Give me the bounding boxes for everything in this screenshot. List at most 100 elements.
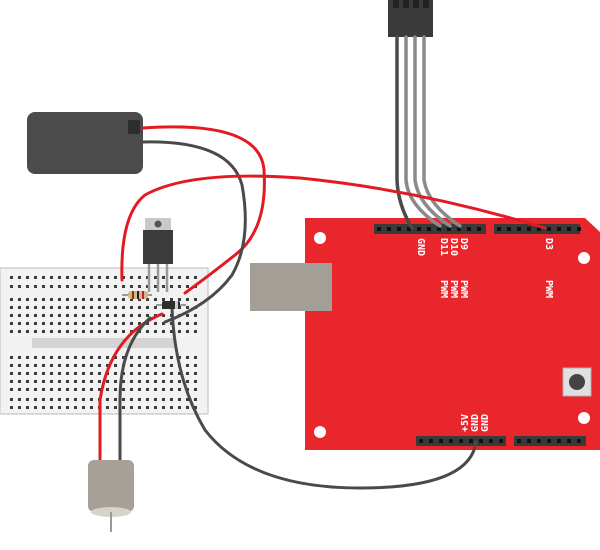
breadboard-hole	[34, 380, 37, 383]
breadboard-hole	[10, 298, 13, 301]
breadboard-hole	[42, 285, 45, 288]
header-pin	[547, 439, 551, 443]
breadboard-hole	[34, 322, 37, 325]
header-pin	[557, 227, 561, 231]
breadboard-holes	[10, 276, 197, 409]
breadboard-hole	[130, 356, 133, 359]
breadboard-hole	[146, 285, 149, 288]
breadboard-hole	[26, 276, 29, 279]
breadboard-hole	[82, 388, 85, 391]
breadboard-hole	[178, 398, 181, 401]
breadboard-hole	[58, 372, 61, 375]
breadboard-hole	[50, 285, 53, 288]
breadboard-hole	[34, 364, 37, 367]
breadboard-hole	[162, 330, 165, 333]
breadboard-hole	[154, 276, 157, 279]
breadboard-hole	[98, 322, 101, 325]
breadboard-hole	[74, 276, 77, 279]
breadboard-hole	[42, 322, 45, 325]
breadboard-hole	[42, 330, 45, 333]
breadboard-hole	[58, 356, 61, 359]
breadboard-hole	[18, 314, 21, 317]
breadboard-hole	[186, 306, 189, 309]
header-pin	[499, 439, 503, 443]
breadboard-hole	[58, 306, 61, 309]
breadboard-hole	[74, 364, 77, 367]
breadboard-hole	[194, 406, 197, 409]
breadboard-hole	[194, 372, 197, 375]
breadboard-hole	[146, 276, 149, 279]
breadboard-hole	[114, 364, 117, 367]
breadboard-hole	[34, 285, 37, 288]
breadboard-hole	[26, 330, 29, 333]
breadboard-hole	[162, 276, 165, 279]
breadboard-hole	[10, 276, 13, 279]
dc-motor	[88, 460, 134, 532]
breadboard-hole	[82, 330, 85, 333]
breadboard-hole	[114, 330, 117, 333]
wire-battery-red	[141, 125, 266, 295]
breadboard-hole	[42, 314, 45, 317]
breadboard-hole	[98, 388, 101, 391]
header-pin	[577, 439, 581, 443]
transistor-tab-hole	[154, 220, 162, 228]
breadboard-hole	[10, 388, 13, 391]
breadboard-hole	[138, 285, 141, 288]
breadboard-hole	[42, 398, 45, 401]
breadboard-hole	[74, 388, 77, 391]
breadboard-hole	[10, 314, 13, 317]
breadboard-center-channel	[32, 338, 176, 348]
breadboard-hole	[66, 398, 69, 401]
header-pin	[537, 227, 541, 231]
reset-button-cap	[569, 374, 585, 390]
four-pin-connector	[388, 0, 433, 37]
breadboard-hole	[154, 306, 157, 309]
breadboard-hole	[90, 406, 93, 409]
breadboard-hole	[138, 388, 141, 391]
breadboard-hole	[82, 298, 85, 301]
breadboard-hole	[34, 314, 37, 317]
breadboard-hole	[74, 372, 77, 375]
breadboard-hole	[58, 298, 61, 301]
breadboard-hole	[58, 406, 61, 409]
breadboard-hole	[34, 276, 37, 279]
breadboard-hole	[146, 372, 149, 375]
breadboard-hole	[114, 356, 117, 359]
breadboard-hole	[66, 322, 69, 325]
breadboard-hole	[122, 285, 125, 288]
battery-pack	[27, 112, 143, 174]
header-pin	[477, 227, 481, 231]
breadboard-hole	[106, 276, 109, 279]
breadboard-hole	[154, 380, 157, 383]
breadboard-hole	[154, 388, 157, 391]
battery-connector	[128, 120, 140, 134]
breadboard-hole	[66, 372, 69, 375]
breadboard-hole	[66, 306, 69, 309]
label-d9: D9	[458, 238, 469, 250]
breadboard-hole	[74, 356, 77, 359]
breadboard-hole	[114, 372, 117, 375]
breadboard-hole	[130, 322, 133, 325]
breadboard-hole	[10, 406, 13, 409]
breadboard-hole	[106, 322, 109, 325]
breadboard-hole	[154, 398, 157, 401]
breadboard-hole	[122, 276, 125, 279]
breadboard-hole	[130, 388, 133, 391]
breadboard-hole	[18, 380, 21, 383]
breadboard-hole	[170, 364, 173, 367]
diode	[156, 301, 186, 309]
header-pin	[407, 227, 411, 231]
wire-d3-signal	[120, 174, 547, 282]
breadboard-hole	[98, 298, 101, 301]
breadboard-hole	[82, 372, 85, 375]
breadboard-hole	[138, 276, 141, 279]
breadboard-hole	[138, 364, 141, 367]
breadboard-hole	[146, 356, 149, 359]
breadboard-hole	[130, 285, 133, 288]
breadboard-hole	[90, 388, 93, 391]
header-pin	[467, 227, 471, 231]
breadboard-hole	[58, 276, 61, 279]
breadboard-hole	[10, 285, 13, 288]
breadboard-hole	[130, 372, 133, 375]
breadboard-hole	[90, 298, 93, 301]
